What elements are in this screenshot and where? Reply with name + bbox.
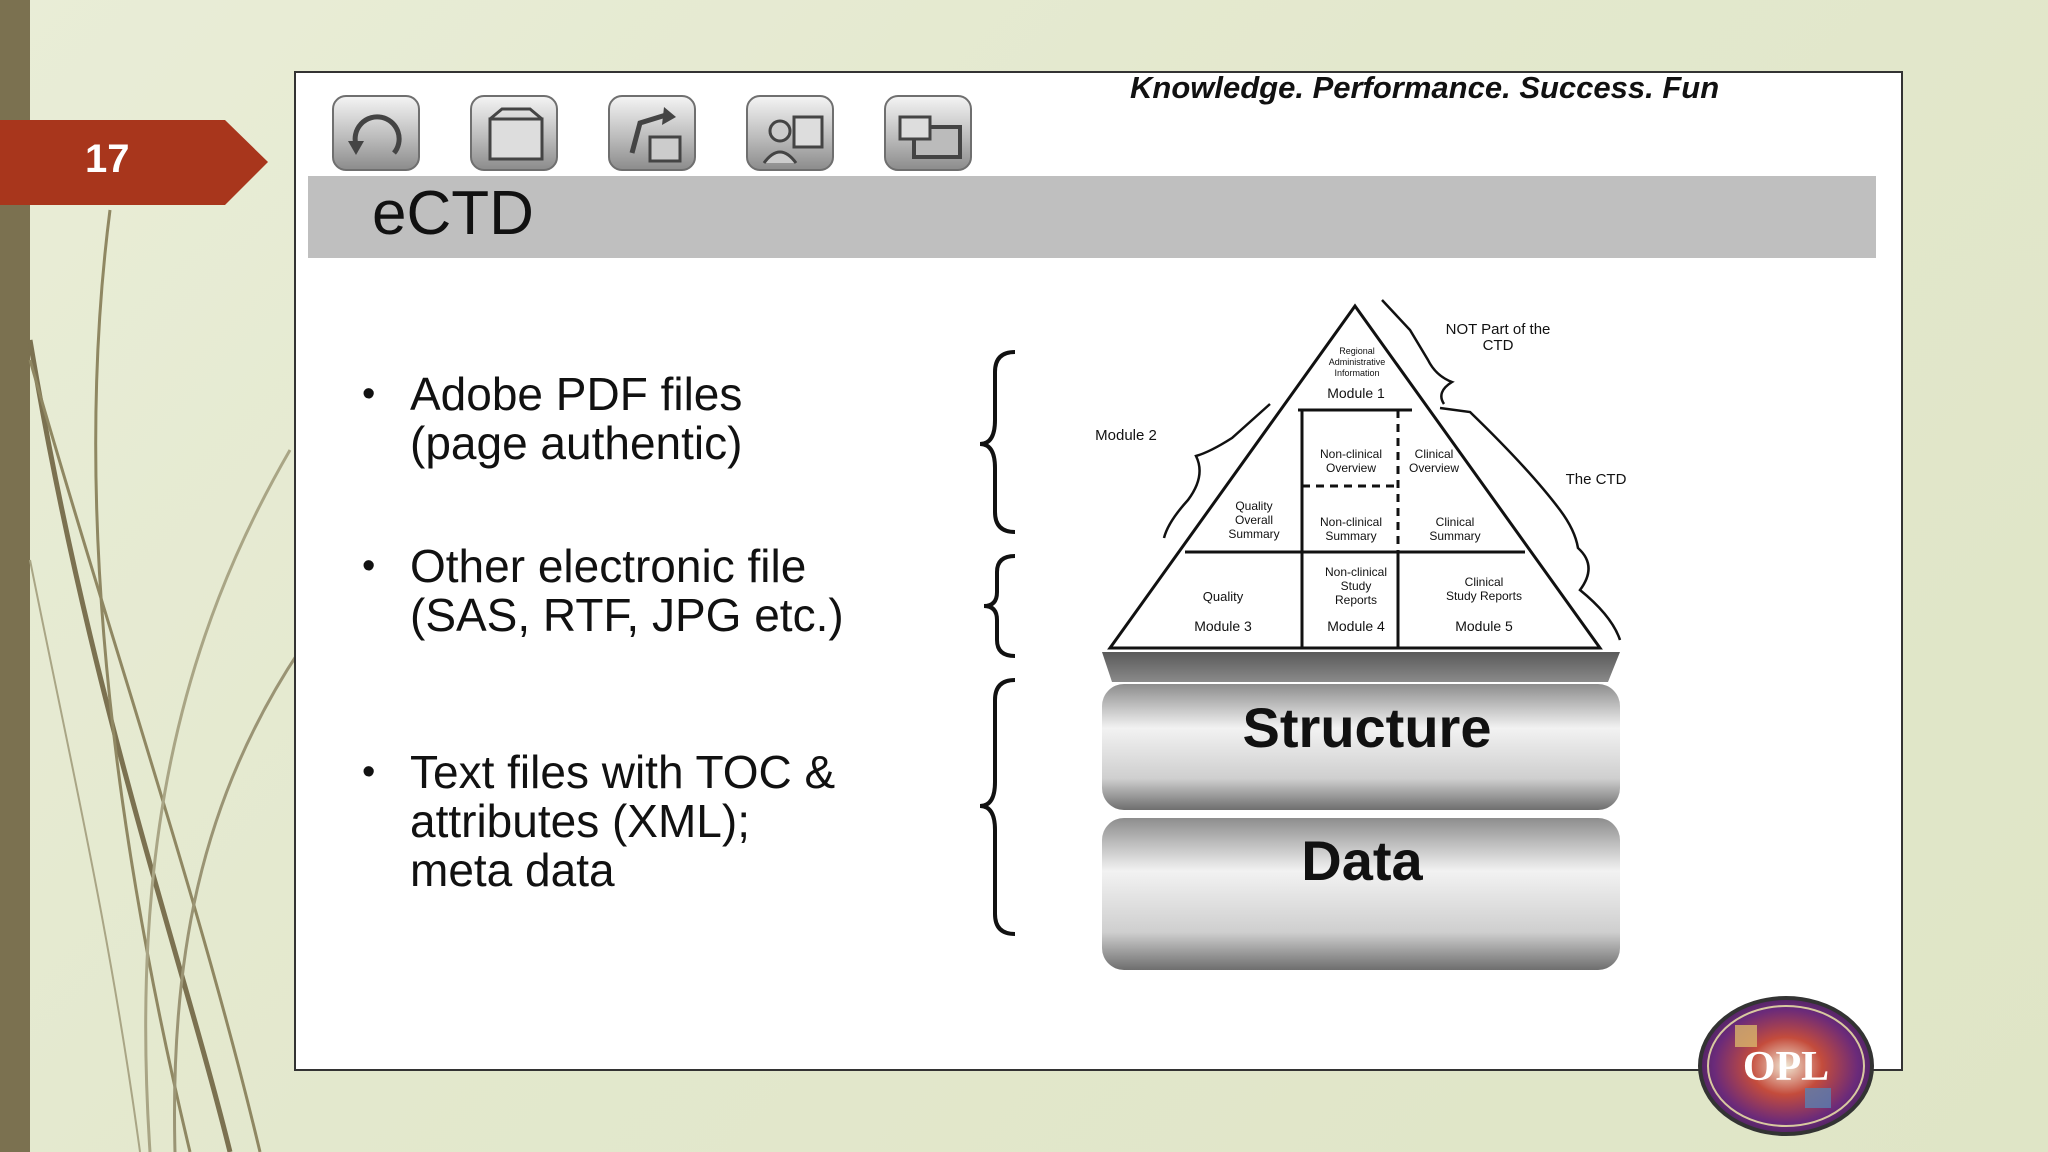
nonclinical-summary: Non-clinical — [1320, 515, 1382, 529]
bullet-line: Adobe PDF files — [410, 368, 743, 420]
structure-slab — [1102, 684, 1620, 810]
monitor-folder-icon[interactable] — [884, 95, 972, 171]
data-label: Data — [1301, 829, 1423, 892]
slide-number: 17 — [85, 137, 130, 181]
refresh-folder-icon[interactable] — [332, 95, 420, 171]
bullet-line: Other electronic file — [410, 540, 807, 592]
recycle-folder-icon[interactable] — [608, 95, 696, 171]
bullet-line: meta data — [410, 844, 615, 896]
nonclinical-overview: Overview — [1326, 461, 1376, 475]
brace-3 — [979, 678, 1016, 936]
clinical-summary: Clinical — [1436, 515, 1475, 529]
module4-label: Module 4 — [1327, 618, 1385, 634]
not-part-label: NOT Part of the — [1446, 321, 1551, 338]
module2-brace — [1162, 403, 1271, 539]
bullet-line: (SAS, RTF, JPG etc.) — [410, 589, 844, 641]
title-bar — [308, 176, 1876, 258]
clinical-summary: Summary — [1429, 529, 1480, 543]
bullet-dot: • — [362, 373, 376, 415]
opl-logo-text: OPL — [1743, 1044, 1829, 1090]
bullet-line: attributes (XML); — [410, 795, 750, 847]
quality-summary: Quality — [1235, 499, 1272, 513]
module5-label: Module 5 — [1455, 618, 1513, 634]
data-slab — [1102, 818, 1620, 970]
structure-label: Structure — [1243, 696, 1492, 759]
nonclinical-overview: Non-clinical — [1320, 447, 1382, 461]
module1-label: Module 1 — [1327, 385, 1385, 401]
module2-label: Module 2 — [1095, 427, 1157, 444]
not-part-label: CTD — [1483, 337, 1514, 354]
module1-desc: Information — [1334, 368, 1379, 378]
motto-text: Knowledge. Performance. Success. Fun — [1130, 70, 1720, 105]
bullet-dot: • — [362, 751, 376, 793]
brace-1 — [979, 350, 1016, 534]
user-folder-icon[interactable] — [746, 95, 834, 171]
module4-desc: Study — [1341, 579, 1372, 593]
slide-number-tab — [0, 120, 268, 205]
module5-desc: Clinical — [1465, 575, 1504, 589]
the-ctd-label: The CTD — [1566, 471, 1627, 488]
quality-summary: Overall — [1235, 513, 1273, 527]
module1-desc: Administrative — [1329, 357, 1386, 367]
bullet-line: (page authentic) — [410, 417, 743, 469]
module3-label: Module 3 — [1194, 618, 1252, 634]
open-folder-icon[interactable] — [470, 95, 558, 171]
clinical-overview: Clinical — [1415, 447, 1454, 461]
bullet-line: Text files with TOC & — [410, 746, 836, 798]
slide-title: eCTD — [372, 179, 534, 248]
bullet-dot: • — [362, 545, 376, 587]
decorative-curves — [27, 209, 302, 1152]
module4-desc: Reports — [1335, 593, 1377, 607]
module1-desc: Regional — [1339, 346, 1375, 356]
quality-summary: Summary — [1228, 527, 1279, 541]
module4-desc: Non-clinical — [1325, 565, 1387, 579]
brace-2 — [983, 554, 1016, 658]
nonclinical-summary: Summary — [1325, 529, 1376, 543]
module5-desc: Study Reports — [1446, 589, 1522, 603]
ctd-pyramid — [1107, 303, 1603, 650]
the-ctd-brace — [1439, 406, 1622, 641]
pyramid-base-slab — [1102, 652, 1620, 682]
not-part-brace — [1381, 299, 1455, 405]
clinical-overview: Overview — [1409, 461, 1459, 475]
module3-desc: Quality — [1203, 589, 1244, 604]
